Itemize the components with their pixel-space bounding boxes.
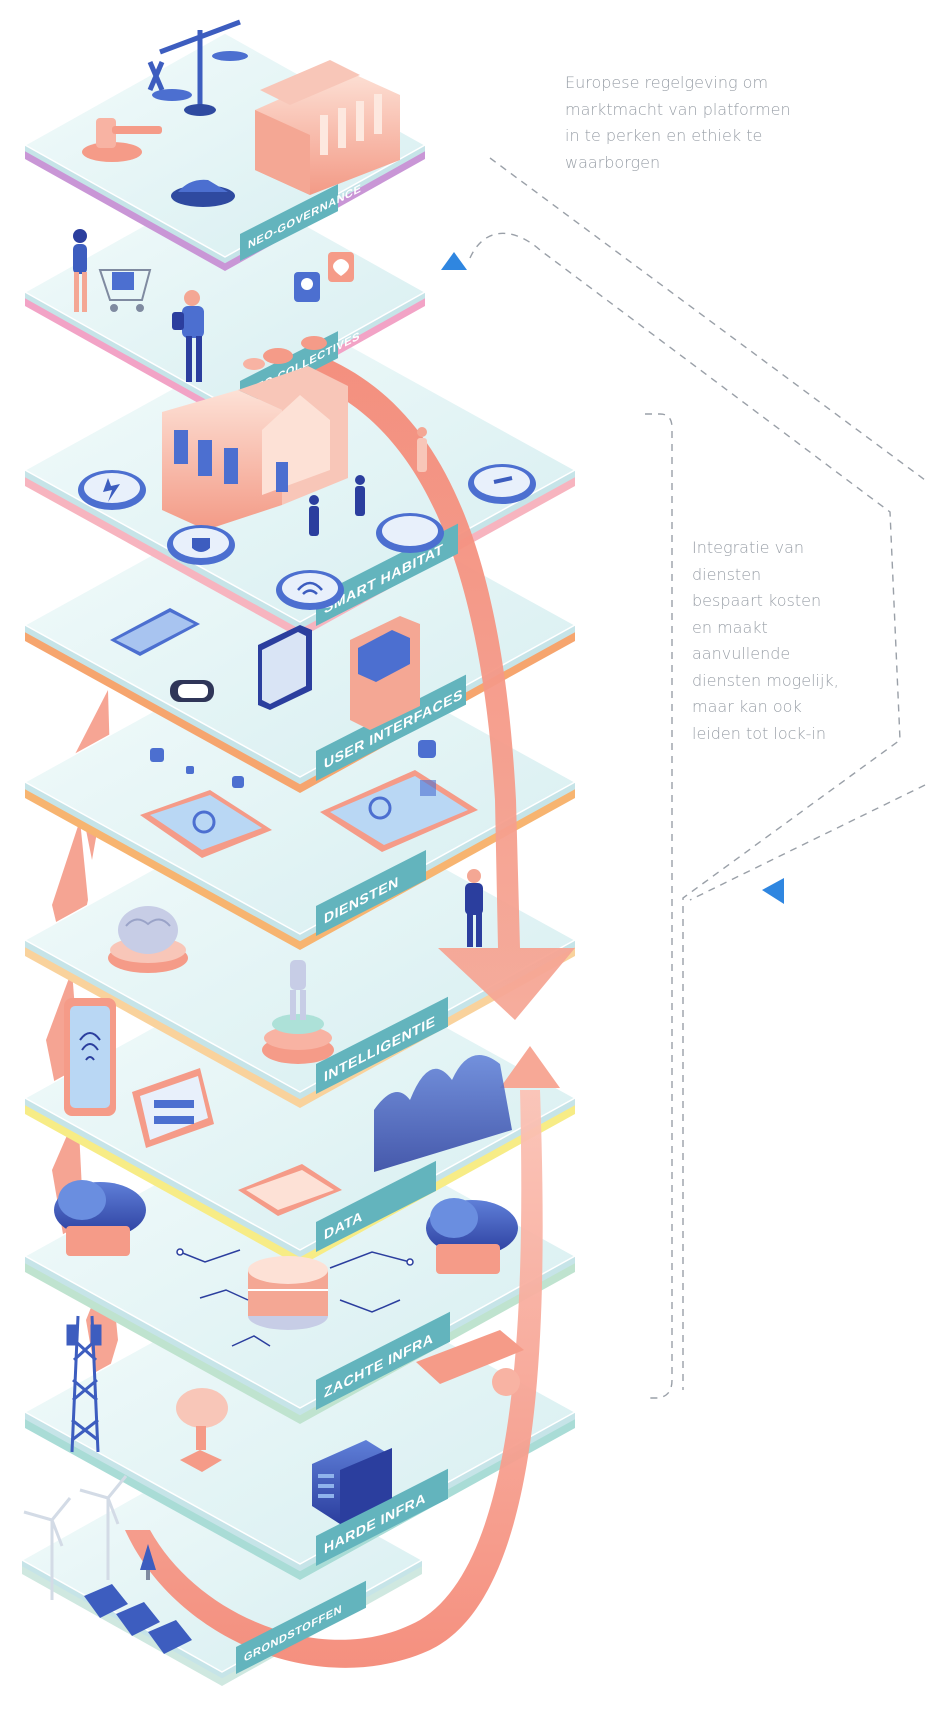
car-icon: [171, 179, 235, 207]
atm-icon: [350, 616, 420, 730]
triangle-marker-middle-icon: [762, 878, 784, 904]
flow-arrows: [125, 352, 575, 1668]
brain-icon: [108, 906, 188, 973]
layer-tag-background: [316, 1160, 436, 1252]
tablet-icon: [140, 790, 272, 858]
pipe-icon: [416, 1330, 524, 1396]
data-chart-icon: [238, 1055, 512, 1216]
vr-headset-icon: [170, 680, 214, 702]
integration-note-line: Integratie van: [692, 538, 805, 557]
layer-tag-background: [316, 849, 426, 936]
layer-tag-background: [240, 184, 338, 261]
dashboard-tablet-icon: [320, 770, 478, 852]
integration-note-line: bespaart kosten: [692, 591, 822, 610]
illustrations: [23, 19, 536, 1654]
telecom-tower-icon: [66, 1315, 102, 1453]
governance-note-line: in te perken en ethiek te: [565, 126, 763, 145]
dashed-guides: [469, 157, 926, 1399]
scales-of-justice-icon: [147, 19, 248, 116]
integration-note-line: maar kan ook: [692, 697, 802, 716]
password-card-icon: [132, 1068, 214, 1148]
circuit-lines: [176, 1248, 414, 1347]
consultant-figure-icon: [465, 869, 483, 947]
layer-tag-background: [316, 1311, 450, 1410]
integration-note: Integratie van diensten bespaart kosten …: [692, 535, 839, 747]
fingerprint-phone-icon: [64, 998, 116, 1116]
integration-note-line: aanvullende: [692, 644, 791, 663]
cloud-icons: [54, 1180, 518, 1274]
tree-icon: [140, 1544, 156, 1580]
shopping-cart-icon: [98, 269, 152, 312]
governance-note-line: Europese regelgeving om: [565, 73, 769, 92]
governance-note-line: marktmacht van platformen: [565, 99, 791, 119]
integration-note-line: diensten: [692, 564, 762, 584]
triangle-marker-top-icon: [441, 252, 467, 270]
robot-figure-icon: [262, 960, 334, 1064]
coin-icons: [243, 336, 327, 370]
shopper-figure-icon: [73, 229, 87, 312]
house-icon: [162, 366, 348, 530]
layer-tag-background: [236, 1580, 366, 1674]
monitor-icon: [258, 625, 312, 710]
integration-note-line: diensten mogelijk,: [692, 670, 839, 690]
pedestrian-icons: [309, 427, 427, 536]
smart-device-icons: [78, 464, 536, 610]
satellite-dish-icon: [176, 1388, 228, 1472]
layer-tag-background: [316, 1468, 448, 1566]
database-server-icon: [248, 1256, 328, 1330]
smartphone-icon: [110, 608, 200, 656]
governance-note-line: waarborgen: [565, 152, 661, 172]
wind-turbine-icons: [23, 1475, 128, 1600]
floating-app-icons: [150, 740, 436, 788]
government-building-icon: [255, 60, 400, 195]
gavel-icon: [82, 118, 162, 162]
integration-note-line: en maakt: [692, 617, 768, 637]
solar-panel-icons: [84, 1584, 192, 1654]
layer-tag-background: [316, 996, 448, 1094]
person-with-phone-icon: [172, 290, 204, 382]
layer-tag-background: [316, 674, 466, 781]
flow-arrow-down-icon: [300, 352, 575, 1020]
server-rack-icon: [312, 1440, 392, 1524]
social-badge-icons: [294, 252, 354, 302]
integration-note-line: leiden tot lock-in: [692, 723, 827, 743]
governance-note: Europese regelgeving om marktmacht van p…: [565, 70, 791, 176]
